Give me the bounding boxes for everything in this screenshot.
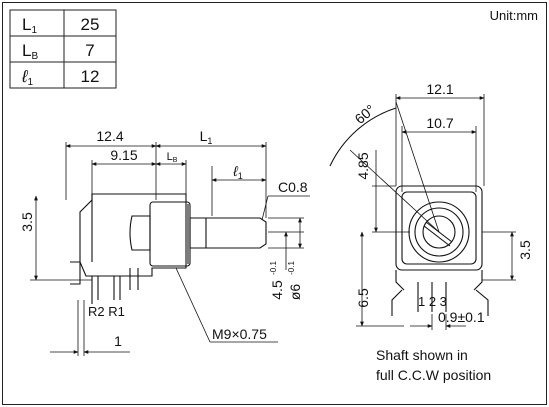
table-value-l1: 25 [81,15,100,34]
side-view [70,193,267,304]
dim-L1: L1 [200,128,213,146]
table-value-lb: 7 [85,41,94,60]
table-label-l1: L1 [22,15,37,36]
table-value-ell1: 12 [81,67,100,86]
pin-labels: R2 R1 [88,304,125,319]
dim-4-5: 4.5 [269,280,285,300]
dim-3-5-right: 3.5 [517,240,533,260]
thread-label: M9×0.75 [212,326,267,342]
dim-1: 1 [114,333,122,349]
unit-label: Unit:mm [490,8,538,23]
front-dimensions [349,94,516,330]
note-line-1: Shaft shown in [376,347,468,363]
chamfer-label: C0.8 [278,179,308,195]
table-label-lb: LB [22,41,38,62]
angle-label: 60° [352,101,379,127]
dim-9-15: 9.15 [110,147,137,163]
dim-ell1: ℓ1 [232,163,243,181]
dim-6-5: 6.5 [355,288,371,308]
front-view [329,107,489,316]
dim-phi6: ø6 [287,284,303,301]
spec-table [9,9,117,89]
table-label-ell1: ℓ1 [21,67,34,88]
note-line-2: full C.C.W position [376,367,491,383]
dim-LB: LB [167,151,178,164]
tol-4-5: -0.1 [269,261,278,275]
tol-6: -0.1 [287,261,296,275]
dim-10-7: 10.7 [426,115,453,131]
pin-numbers: 1 2 3 [418,294,447,309]
dim-pitch: 0.9±0.1 [438,309,485,325]
dim-12-4: 12.4 [96,128,123,144]
side-dimensions [30,142,310,356]
dim-12-1: 12.1 [426,81,453,97]
dim-3-5-left: 3.5 [19,212,35,232]
dim-4-85: 4.85 [355,152,371,179]
